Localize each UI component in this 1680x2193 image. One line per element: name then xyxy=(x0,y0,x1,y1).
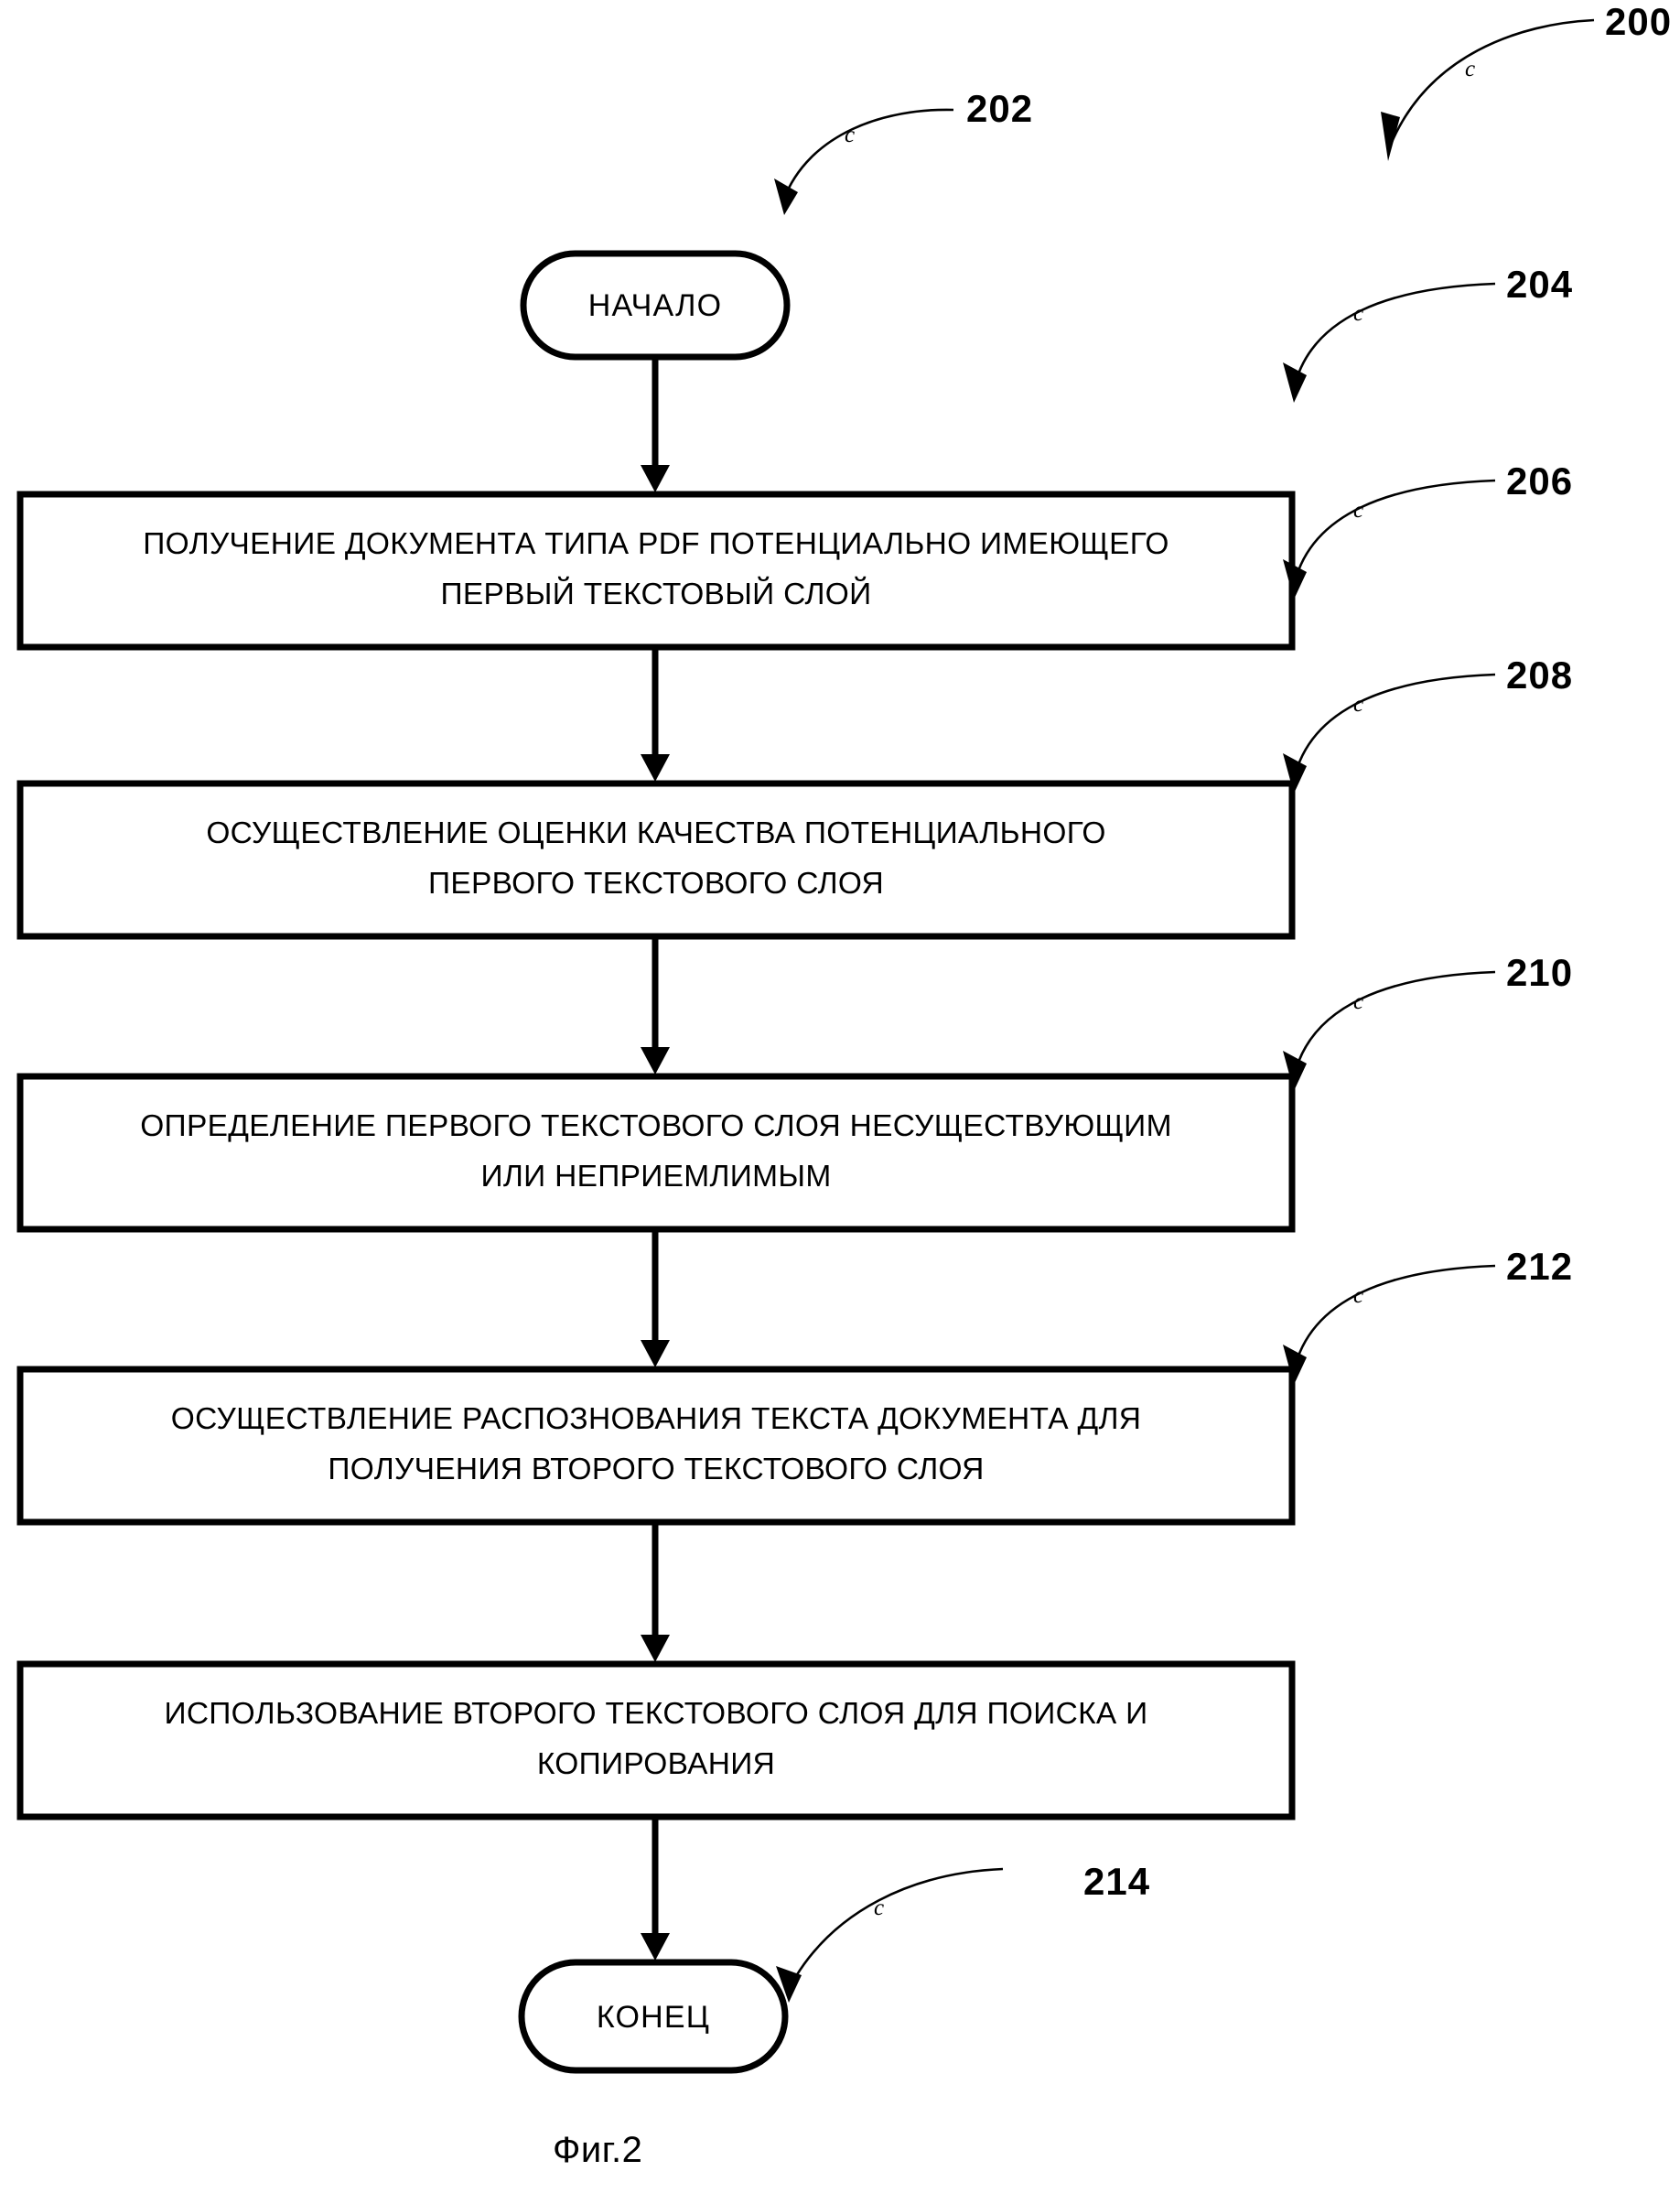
connector-210-212 xyxy=(641,1522,670,1662)
node-210-label-line2: ПОЛУЧЕНИЯ ВТОРОГО ТЕКСТОВОГО СЛОЯ xyxy=(328,1453,984,1486)
leader-204: c 204 xyxy=(1283,263,1573,403)
node-214-label: КОНЕЦ xyxy=(597,2000,710,2035)
connector-204-206 xyxy=(641,647,670,782)
node-208-label-line1: ОПРЕДЕЛЕНИЕ ПЕРВОГО ТЕКСТОВОГО СЛОЯ НЕСУ… xyxy=(140,1109,1172,1143)
leader-tick-208: c xyxy=(1353,692,1363,717)
node-206-label-line2: ПЕРВОГО ТЕКСТОВОГО СЛОЯ xyxy=(428,867,884,901)
leader-206: c 206 xyxy=(1283,459,1573,600)
node-204-label-line1: ПОЛУЧЕНИЕ ДОКУМЕНТА ТИПА PDF ПОТЕНЦИАЛЬН… xyxy=(143,527,1168,561)
node-202-label: НАЧАЛО xyxy=(588,288,723,323)
node-208-process[interactable]: ОПРЕДЕЛЕНИЕ ПЕРВОГО ТЕКСТОВОГО СЛОЯ НЕСУ… xyxy=(16,1073,1296,1233)
leader-tick-206: c xyxy=(1353,498,1363,523)
leader-214: c 214 xyxy=(776,1860,1150,2003)
process-shape-208 xyxy=(16,1073,1296,1233)
ref-number-214: 214 xyxy=(1083,1860,1150,1903)
connector-206-208 xyxy=(641,936,670,1075)
terminator-shape-end xyxy=(518,1959,789,2074)
process-shape-210 xyxy=(16,1366,1296,1526)
leader-200: c 200 xyxy=(1381,0,1672,161)
node-204-process[interactable]: ПОЛУЧЕНИЕ ДОКУМЕНТА ТИПА PDF ПОТЕНЦИАЛЬН… xyxy=(16,491,1296,651)
ref-number-210: 210 xyxy=(1506,951,1573,994)
node-208-label-line2: ИЛИ НЕПРИЕМЛИМЫМ xyxy=(480,1160,831,1194)
node-204-label-line2: ПЕРВЫЙ ТЕКСТОВЫЙ СЛОЙ xyxy=(440,577,871,611)
leader-tick-210: c xyxy=(1353,989,1363,1014)
leader-210: c 210 xyxy=(1283,951,1573,1091)
leader-tick-212: c xyxy=(1353,1283,1363,1308)
node-212-label-line2: КОПИРОВАНИЯ xyxy=(537,1747,775,1781)
leader-202: c 202 xyxy=(774,87,1033,215)
node-206-process[interactable]: ОСУЩЕСТВЛЕНИЕ ОЦЕНКИ КАЧЕСТВА ПОТЕНЦИАЛЬ… xyxy=(16,780,1296,940)
connector-202-204 xyxy=(641,357,670,492)
leader-208: c 208 xyxy=(1283,654,1573,794)
node-210-label-line1: ОСУЩЕСТВЛЕНИЕ РАСПОЗНОВАНИЯ ТЕКСТА ДОКУМ… xyxy=(171,1402,1141,1436)
node-212-process[interactable]: ИСПОЛЬЗОВАНИЕ ВТОРОГО ТЕКСТОВОГО СЛОЯ ДЛ… xyxy=(16,1660,1296,1820)
flow-connectors xyxy=(641,357,670,1961)
leader-tick-204: c xyxy=(1353,301,1363,326)
node-206-label-line1: ОСУЩЕСТВЛЕНИЕ ОЦЕНКИ КАЧЕСТВА ПОТЕНЦИАЛЬ… xyxy=(206,816,1105,850)
ref-number-212: 212 xyxy=(1506,1245,1573,1288)
leader-tick-202: c xyxy=(845,123,855,147)
figure-caption: Фиг.2 xyxy=(553,2130,642,2170)
ref-number-200: 200 xyxy=(1605,0,1672,43)
leader-212: c 212 xyxy=(1283,1245,1573,1385)
connector-208-210 xyxy=(641,1229,670,1367)
node-214-end[interactable]: КОНЕЦ xyxy=(518,1959,789,2074)
process-shape-212 xyxy=(16,1660,1296,1820)
node-202-start[interactable]: НАЧАЛО xyxy=(520,250,791,361)
connector-212-214 xyxy=(641,1817,670,1961)
leader-tick-200: c xyxy=(1465,57,1475,81)
process-shape-206 xyxy=(16,780,1296,940)
terminator-shape-start xyxy=(520,250,791,361)
ref-number-208: 208 xyxy=(1506,654,1573,697)
node-212-label-line1: ИСПОЛЬЗОВАНИЕ ВТОРОГО ТЕКСТОВОГО СЛОЯ ДЛ… xyxy=(164,1697,1147,1731)
leader-tick-214: c xyxy=(874,1896,884,1920)
ref-number-204: 204 xyxy=(1506,263,1573,306)
ref-number-202: 202 xyxy=(966,87,1033,130)
ref-number-206: 206 xyxy=(1506,459,1573,502)
node-210-process[interactable]: ОСУЩЕСТВЛЕНИЕ РАСПОЗНОВАНИЯ ТЕКСТА ДОКУМ… xyxy=(16,1366,1296,1526)
process-shape-204 xyxy=(16,491,1296,651)
